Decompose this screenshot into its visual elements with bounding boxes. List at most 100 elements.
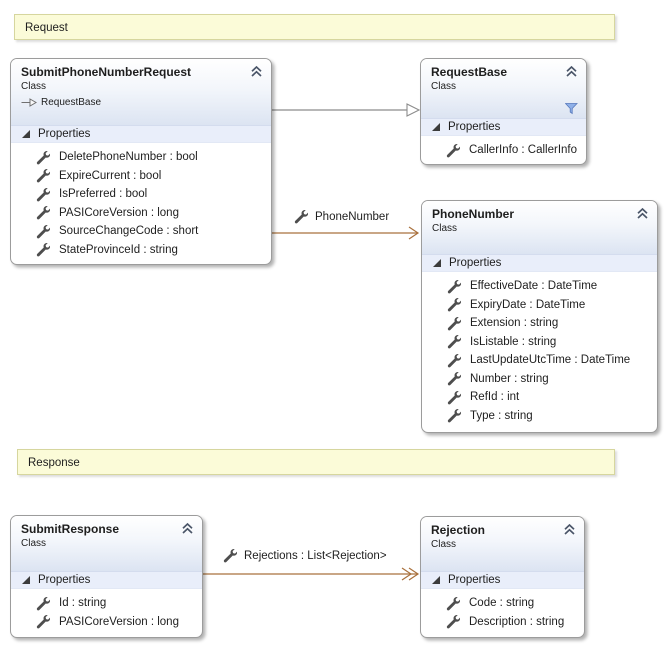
- class-requestbase[interactable]: RequestBase Class Properties CallerInfo …: [420, 58, 587, 165]
- hollow-triangle-arrowhead: [406, 103, 421, 117]
- collapse-button[interactable]: [564, 65, 579, 78]
- members-list: Code : string Description : string: [421, 589, 584, 631]
- members-list: EffectiveDate : DateTime ExpiryDate : Da…: [422, 272, 657, 425]
- property-wrench-icon: [36, 206, 50, 220]
- collapse-chevrons-icon: [566, 66, 577, 77]
- class-title: SubmitPhoneNumberRequest: [21, 65, 192, 79]
- property-row[interactable]: DeletePhoneNumber : bool: [11, 148, 271, 167]
- property-wrench-icon: [36, 187, 50, 202]
- property-label: Description : string: [469, 615, 565, 628]
- property-label: RefId : int: [470, 391, 520, 404]
- property-row[interactable]: Number : string: [422, 370, 657, 389]
- collapse-button[interactable]: [562, 523, 577, 536]
- expanded-triangle-icon: [432, 123, 440, 131]
- property-wrench-icon: [446, 615, 460, 629]
- property-label: PASICoreVersion : long: [59, 206, 179, 219]
- property-label: Code : string: [469, 597, 535, 610]
- property-wrench-icon: [447, 298, 461, 312]
- class-header: SubmitResponse Class: [11, 516, 202, 571]
- properties-section-header[interactable]: Properties: [11, 125, 271, 143]
- property-row[interactable]: Description : string: [421, 613, 584, 632]
- section-label: Properties: [38, 574, 91, 586]
- filter-button[interactable]: [565, 103, 578, 115]
- comment-request[interactable]: Request: [14, 14, 615, 40]
- collapse-button[interactable]: [180, 522, 195, 535]
- class-header: RequestBase Class: [421, 59, 586, 118]
- property-label: CallerInfo : CallerInfo: [469, 144, 578, 157]
- class-title: PhoneNumber: [432, 207, 515, 221]
- expanded-triangle-icon: [433, 259, 441, 267]
- section-label: Properties: [38, 128, 91, 140]
- class-kind-label: Class: [431, 539, 457, 550]
- property-label: PASICoreVersion : long: [59, 615, 179, 628]
- property-wrench-icon: [36, 243, 50, 257]
- class-rejection[interactable]: Rejection Class Properties Code : string…: [420, 516, 585, 638]
- property-label: ExpiryDate : DateTime: [470, 298, 586, 311]
- property-row[interactable]: EffectiveDate : DateTime: [422, 277, 657, 296]
- property-row[interactable]: ExpireCurrent : bool: [11, 167, 271, 186]
- filter-funnel-icon: [565, 103, 578, 114]
- collapse-chevrons-icon: [637, 208, 648, 219]
- property-row[interactable]: CallerInfo : CallerInfo: [421, 141, 586, 160]
- association-label-text: PhoneNumber: [315, 210, 390, 223]
- property-row[interactable]: Extension : string: [422, 314, 657, 333]
- property-row[interactable]: Type : string: [422, 407, 657, 426]
- property-row[interactable]: RefId : int: [422, 388, 657, 407]
- association-rejections-connector[interactable]: [203, 567, 420, 581]
- inheritance-connector[interactable]: [272, 103, 421, 117]
- collapse-button[interactable]: [249, 65, 264, 78]
- collapse-button[interactable]: [635, 207, 650, 220]
- property-row[interactable]: StateProvinceId : string: [11, 241, 271, 260]
- collapse-chevrons-icon: [564, 524, 575, 535]
- property-label: ExpireCurrent : bool: [59, 169, 162, 182]
- class-kind-label: Class: [21, 538, 47, 549]
- class-submitresponse[interactable]: SubmitResponse Class Properties Id : str…: [10, 515, 203, 638]
- class-title: Rejection: [431, 523, 486, 537]
- section-label: Properties: [448, 574, 501, 586]
- property-wrench-icon: [36, 596, 50, 611]
- property-label: Number : string: [470, 372, 549, 385]
- open-arrowhead: [408, 226, 420, 240]
- class-phonenumber[interactable]: PhoneNumber Class Properties EffectiveDa…: [421, 200, 658, 433]
- property-row[interactable]: ExpiryDate : DateTime: [422, 296, 657, 315]
- property-wrench-icon: [447, 279, 461, 294]
- association-phonenumber-connector[interactable]: [272, 226, 420, 240]
- property-row[interactable]: PASICoreVersion : long: [11, 204, 271, 223]
- association-label-rejections[interactable]: Rejections : List<Rejection>: [222, 548, 387, 563]
- base-type-link[interactable]: RequestBase: [21, 97, 261, 108]
- expanded-triangle-icon: [22, 576, 30, 584]
- class-kind-label: Class: [431, 81, 457, 92]
- property-row[interactable]: Id : string: [11, 594, 202, 613]
- property-label: EffectiveDate : DateTime: [470, 280, 598, 293]
- property-row[interactable]: Code : string: [421, 594, 584, 613]
- class-submitphonenumberrequest[interactable]: SubmitPhoneNumberRequest Class RequestBa…: [10, 58, 272, 265]
- properties-section-header[interactable]: Properties: [422, 254, 657, 272]
- property-wrench-icon: [446, 143, 460, 158]
- property-label: LastUpdateUtcTime : DateTime: [470, 354, 631, 367]
- property-label: IsPreferred : bool: [59, 188, 148, 201]
- expanded-triangle-icon: [432, 576, 440, 584]
- property-wrench-icon: [446, 596, 460, 611]
- property-row[interactable]: LastUpdateUtcTime : DateTime: [422, 351, 657, 370]
- collapse-chevrons-icon: [251, 66, 262, 77]
- class-title: RequestBase: [431, 65, 508, 79]
- property-wrench-icon: [294, 210, 308, 224]
- property-wrench-icon: [447, 335, 461, 349]
- property-row[interactable]: PASICoreVersion : long: [11, 613, 202, 632]
- property-row[interactable]: IsListable : string: [422, 333, 657, 352]
- properties-section-header[interactable]: Properties: [421, 118, 586, 136]
- property-wrench-icon: [447, 390, 461, 405]
- properties-section-header[interactable]: Properties: [421, 571, 584, 589]
- association-label-text: Rejections : List<Rejection>: [244, 549, 387, 562]
- comment-response[interactable]: Response: [17, 449, 615, 475]
- association-label-phonenumber[interactable]: PhoneNumber: [293, 209, 389, 224]
- property-wrench-icon: [447, 372, 461, 386]
- property-row[interactable]: SourceChangeCode : short: [11, 222, 271, 241]
- property-label: Type : string: [470, 409, 533, 422]
- property-row[interactable]: IsPreferred : bool: [11, 185, 271, 204]
- property-wrench-icon: [447, 353, 461, 368]
- section-label: Properties: [449, 257, 502, 269]
- properties-section-header[interactable]: Properties: [11, 571, 202, 589]
- open-arrowhead: [408, 567, 420, 581]
